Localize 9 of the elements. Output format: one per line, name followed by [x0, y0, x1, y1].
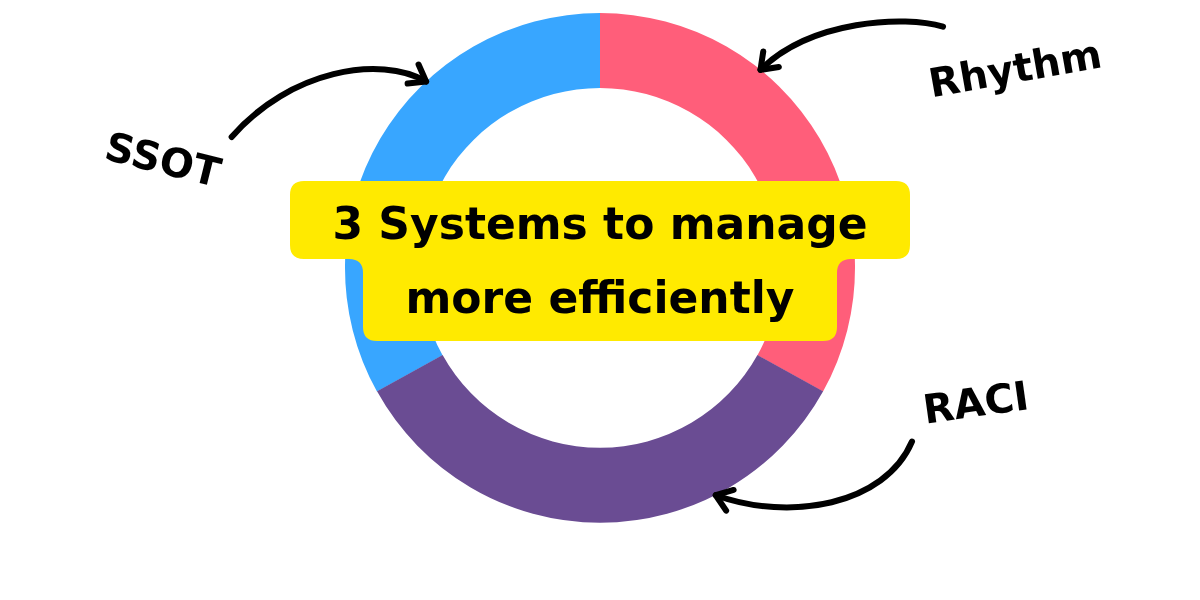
- ring-segment: [376, 355, 823, 523]
- curved-arrow: [712, 438, 915, 514]
- heading-text: 3 Systems to manage more efficiently: [331, 197, 869, 325]
- highlight-banner: [290, 181, 910, 341]
- callout-label: SSOT: [100, 122, 226, 197]
- curved-arrow: [757, 18, 947, 73]
- curved-arrow: [228, 62, 430, 140]
- callout-label: RACI: [920, 371, 1032, 434]
- callout-label: Rhythm: [925, 29, 1106, 108]
